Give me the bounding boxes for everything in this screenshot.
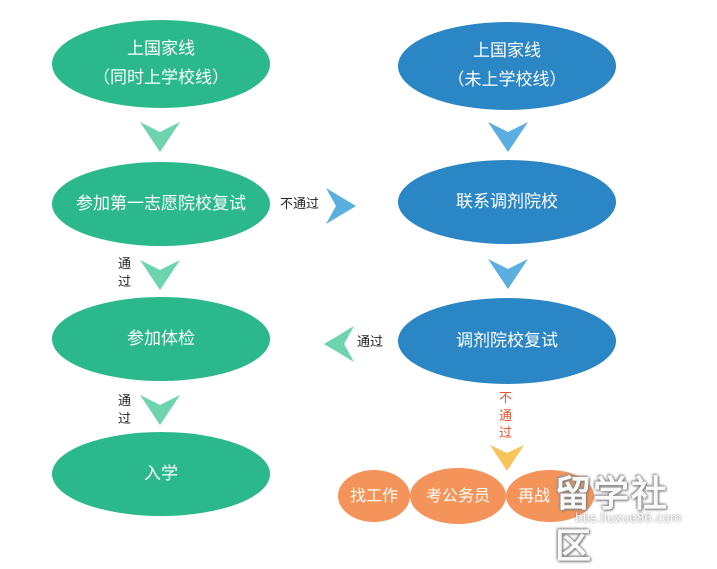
node-first-choice-retest: 参加第一志愿院校复试 bbox=[52, 162, 270, 246]
watermark-logo: 留学社区 bbs.liuxue86.com bbox=[555, 465, 705, 567]
outcome-try-again: 再战 bbox=[506, 470, 594, 522]
node-left-start-line1: 上国家线 bbox=[127, 39, 195, 60]
node-enroll-label: 入学 bbox=[144, 463, 178, 484]
outcome-civil-servant: 考公务员 bbox=[410, 468, 506, 524]
arrow-left-icon bbox=[324, 326, 354, 362]
node-right-start-line1: 上国家线 bbox=[473, 41, 541, 62]
node-right-start-line2: （未上学校线） bbox=[447, 70, 567, 90]
arrow-down-icon bbox=[490, 445, 524, 471]
watermark-url-text: bbs.liuxue86.com bbox=[575, 511, 682, 525]
label-pass-2: 通过 bbox=[118, 394, 132, 427]
outcome-find-job: 找工作 bbox=[338, 470, 410, 522]
node-adjust-retest: 调剂院校复试 bbox=[398, 298, 616, 384]
node-left-start: 上国家线 （同时上学校线） bbox=[52, 20, 270, 108]
node-contact-adjust-label: 联系调剂院校 bbox=[456, 191, 558, 212]
node-checkup-label: 参加体检 bbox=[127, 328, 195, 349]
arrow-right-icon bbox=[326, 188, 356, 224]
node-first-choice-retest-label: 参加第一志愿院校复试 bbox=[76, 193, 246, 214]
arrow-down-icon bbox=[488, 122, 528, 152]
node-left-start-line2: （同时上学校线） bbox=[93, 68, 229, 88]
node-adjust-retest-label: 调剂院校复试 bbox=[456, 330, 558, 351]
node-enroll: 入学 bbox=[52, 432, 270, 516]
node-right-start: 上国家线 （未上学校线） bbox=[398, 22, 616, 110]
arrow-down-icon bbox=[140, 122, 180, 152]
node-checkup: 参加体检 bbox=[52, 297, 270, 381]
node-contact-adjust: 联系调剂院校 bbox=[398, 160, 616, 244]
arrow-down-icon bbox=[488, 259, 528, 289]
arrow-down-icon bbox=[140, 260, 180, 290]
arrow-down-icon bbox=[140, 395, 180, 425]
label-pass-left: 通过 bbox=[357, 335, 384, 350]
label-not-pass-vertical: 不通过 bbox=[499, 391, 513, 442]
label-pass-1: 通过 bbox=[118, 257, 132, 290]
label-not-pass: 不通过 bbox=[280, 197, 320, 212]
